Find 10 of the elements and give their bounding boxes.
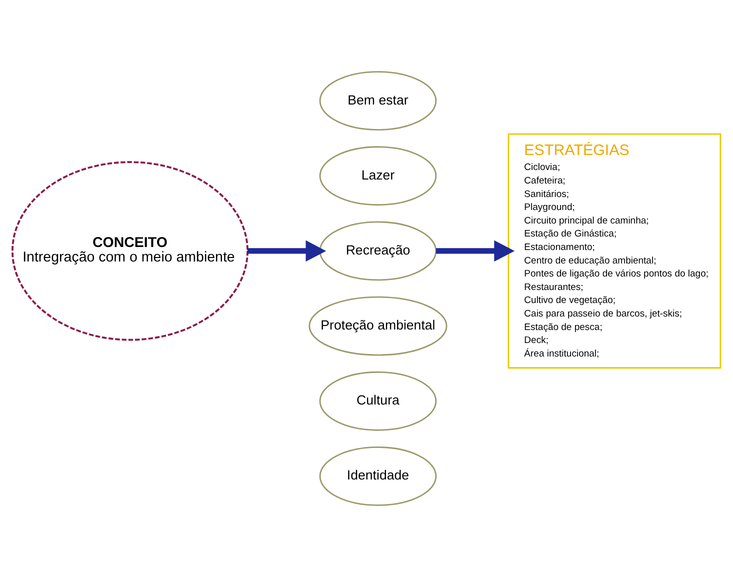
arrow — [248, 240, 326, 262]
node-ellipse: CONCEITO Intregração com o meio ambiente — [12, 161, 248, 341]
node-ellipse: Lazer — [319, 146, 437, 206]
node-ellipse: Recreação — [319, 221, 437, 281]
node-ellipse: Cultura — [319, 371, 437, 431]
node-ellipse: Identidade — [319, 446, 437, 506]
arrow — [436, 240, 515, 262]
node-box: ESTRATÉGIAS Ciclovia; Cafeteira; Sanitários; Playground; Circuito principal de caminha; Estação de Ginástica; Estacionamento; Centro de educação ambiental; Pontes de ligação de vários pontos do lago; Restaurantes; Cultivo de vegetação; Cais para passeio de barcos, jet-skis; Estação de pesca; Deck; Área institucional; — [508, 133, 722, 369]
node-ellipse: Bem estar — [319, 71, 437, 130]
node-ellipse: Proteção ambiental — [308, 296, 448, 356]
